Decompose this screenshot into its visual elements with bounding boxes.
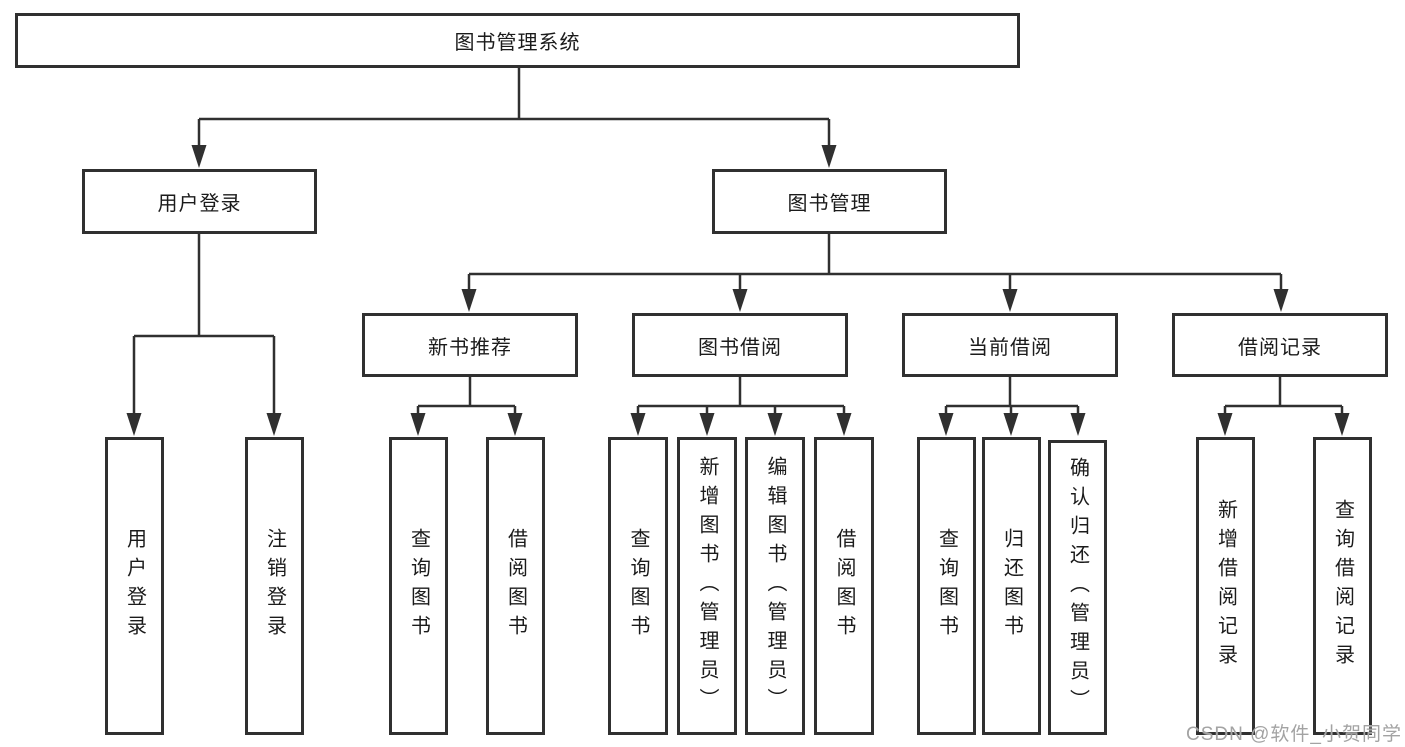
leaf-label-edit-books-admin: 编辑图书（管理员） — [764, 455, 786, 717]
leaf-box-return-books: 归还图书 — [982, 437, 1041, 735]
level2-box-book-borrow-label: 图书借阅 — [698, 336, 782, 359]
leaf-label-query-borrow-record: 查询借阅记录 — [1331, 499, 1354, 673]
root-box-library-system: 图书管理系统 — [15, 13, 1020, 68]
leaf-label-return-books: 归还图书 — [1000, 528, 1023, 644]
leaf-box-recommend-borrow-books: 借阅图书 — [486, 437, 545, 735]
level2-box-new-book-recommend: 新书推荐 — [362, 313, 578, 377]
leaf-box-borrow-query-books: 查询图书 — [608, 437, 668, 735]
root-box-label: 图书管理系统 — [454, 32, 581, 54]
leaf-label-recommend-borrow-books: 借阅图书 — [504, 528, 527, 644]
leaf-box-query-borrow-record: 查询借阅记录 — [1313, 437, 1372, 735]
leaf-label-borrow-query-books: 查询图书 — [627, 528, 649, 644]
csdn-watermark: CSDN @软件_小贺同学 — [1186, 724, 1402, 745]
leaf-label-recommend-query-books: 查询图书 — [407, 528, 430, 644]
level1-box-user-login: 用户登录 — [82, 169, 317, 234]
level2-box-borrow-records-label: 借阅记录 — [1238, 336, 1322, 359]
level2-box-current-borrow: 当前借阅 — [902, 313, 1118, 377]
leaf-box-edit-books-admin: 编辑图书（管理员） — [745, 437, 805, 735]
leaf-label-logout: 注销登录 — [263, 528, 286, 644]
leaf-label-add-borrow-record: 新增借阅记录 — [1214, 499, 1237, 673]
leaf-label-current-query-books: 查询图书 — [935, 528, 958, 644]
leaf-box-current-query-books: 查询图书 — [917, 437, 976, 735]
leaf-label-add-books-admin: 新增图书（管理员） — [696, 455, 718, 717]
leaf-box-recommend-query-books: 查询图书 — [389, 437, 448, 735]
level2-box-new-book-recommend-label: 新书推荐 — [428, 336, 512, 359]
leaf-box-add-borrow-record: 新增借阅记录 — [1196, 437, 1255, 735]
leaf-box-confirm-return-admin: 确认归还（管理员） — [1048, 440, 1107, 735]
leaf-box-logout: 注销登录 — [245, 437, 304, 735]
leaf-box-borrow-books: 借阅图书 — [814, 437, 874, 735]
level2-box-current-borrow-label: 当前借阅 — [968, 336, 1052, 359]
level1-box-book-management-label: 图书管理 — [787, 193, 872, 215]
leaf-label-user-login: 用户登录 — [123, 528, 146, 644]
leaf-label-confirm-return-admin: 确认归还（管理员） — [1066, 457, 1089, 718]
level2-box-book-borrow: 图书借阅 — [632, 313, 848, 377]
leaf-box-user-login: 用户登录 — [105, 437, 164, 735]
leaf-label-borrow-books: 借阅图书 — [833, 528, 855, 644]
level2-box-borrow-records: 借阅记录 — [1172, 313, 1388, 377]
level1-box-book-management: 图书管理 — [712, 169, 947, 234]
level1-box-user-login-label: 用户登录 — [157, 193, 242, 215]
leaf-box-add-books-admin: 新增图书（管理员） — [677, 437, 737, 735]
